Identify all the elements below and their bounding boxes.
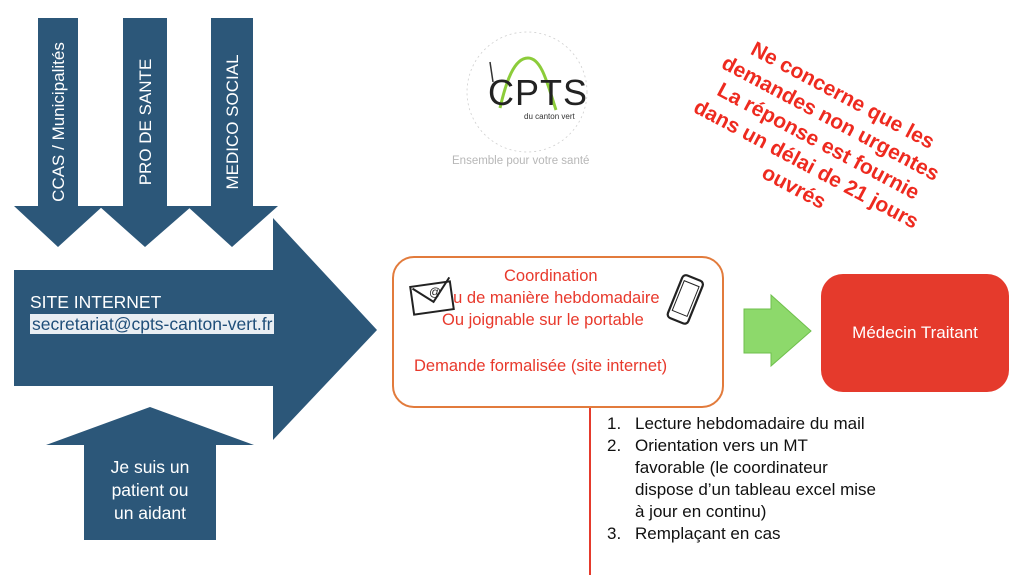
coordination-phone: Ou joignable sur le portable	[442, 311, 644, 329]
coordination-title: Coordination	[504, 267, 598, 285]
down-arrow-ccas	[14, 18, 103, 247]
logo-tagline: Ensemble pour votre santé	[452, 155, 590, 167]
ccas-municipalites-label: CCAS / Municipalités	[49, 42, 68, 202]
pro-de-sante-label: PRO DE SANTE	[136, 58, 155, 186]
step-item: 1. Lecture hebdomadaire du mail	[607, 413, 877, 435]
step-number: 3.	[607, 524, 622, 543]
patient-line-3: un aidant	[113, 503, 186, 523]
step-number: 1.	[607, 414, 622, 433]
step-number: 2.	[607, 436, 622, 455]
svg-text:@: @	[429, 285, 441, 299]
medecin-traitant-box: Médecin Traitant	[821, 274, 1009, 392]
patient-line-2: patient ou	[111, 480, 189, 500]
coordination-request: Demande formalisée (site internet)	[414, 357, 668, 375]
step-item: 3. Remplaçant en cas	[607, 523, 877, 545]
cpts-logo	[466, 31, 588, 153]
patient-label: Je suis un patient ou un aidant	[90, 456, 210, 525]
site-email-link[interactable]: secretariat@cpts-canton-vert.fr	[30, 314, 275, 334]
down-arrow-medico-social	[187, 18, 278, 247]
up-arrow-patient	[46, 407, 254, 540]
logo-subtitle: du canton vert	[524, 112, 575, 121]
step-text: Orientation vers un MT favorable (le coo…	[635, 436, 876, 521]
step-text: Remplaçant en cas	[635, 524, 781, 543]
site-internet-title: SITE INTERNET	[30, 292, 162, 312]
green-right-arrow	[743, 293, 812, 368]
patient-line-1: Je suis un	[110, 457, 190, 477]
step-text: Lecture hebdomadaire du mail	[635, 414, 865, 433]
site-internet-block: SITE INTERNET secretariat@cpts-canton-ve…	[30, 291, 330, 335]
mobile-phone-icon	[666, 274, 705, 325]
process-steps-list: 1. Lecture hebdomadaire du mail 2. Orien…	[607, 413, 877, 545]
down-arrow-pro-sante	[99, 18, 192, 247]
medico-social-label: MEDICO SOCIAL	[223, 54, 242, 190]
email-envelope-icon: @	[409, 276, 455, 316]
coordination-weekly: Lu de manière hebdomadaire	[444, 289, 660, 307]
step-item: 2. Orientation vers un MT favorable (le …	[607, 435, 877, 523]
logo-title: CPTS	[488, 72, 589, 113]
